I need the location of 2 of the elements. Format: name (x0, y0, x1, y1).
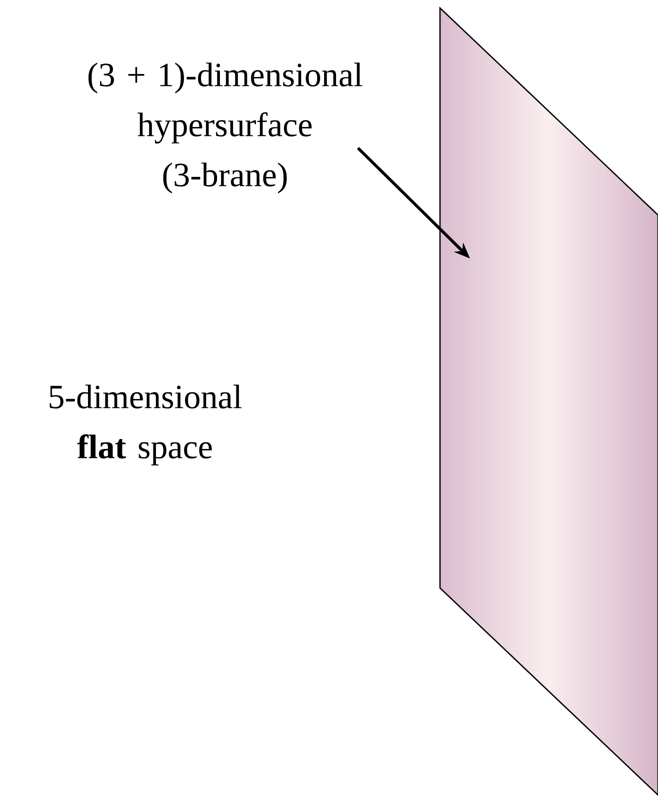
text-label: 5-dimensional flat space (50, 384, 242, 466)
text-label: (3 + 1)-dimensional hypersurface (3-brane) (88, 62, 362, 194)
